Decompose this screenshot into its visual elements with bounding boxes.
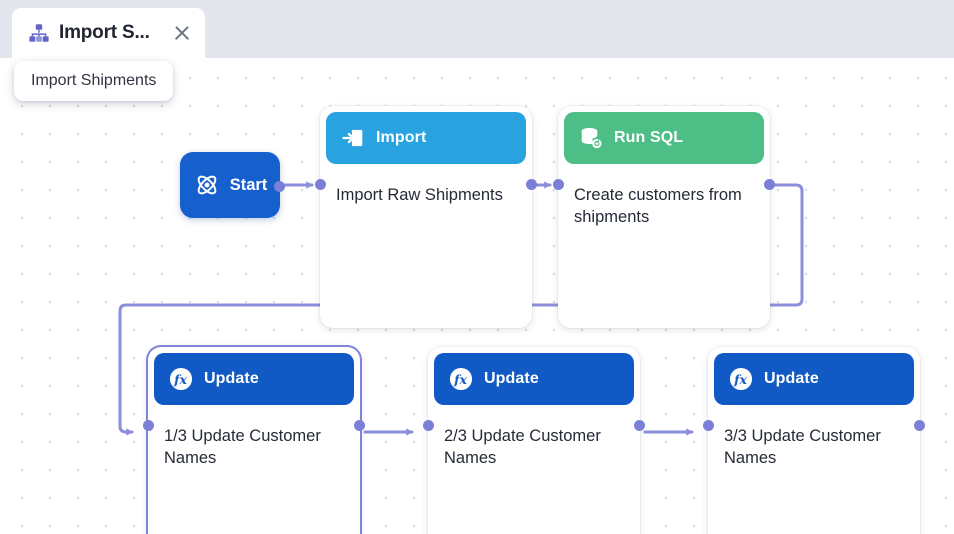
svg-text:fx: fx (453, 372, 467, 387)
port-update-1-left[interactable] (143, 420, 154, 431)
node-update-2-title: Update (484, 370, 539, 387)
port-update-2-left[interactable] (423, 420, 434, 431)
atom-icon (193, 171, 221, 199)
node-update-3-header: fx Update (714, 353, 914, 405)
port-import-left[interactable] (315, 179, 326, 190)
node-update-1-body: 1/3 Update Customer Names (164, 427, 321, 468)
database-refresh-icon (578, 125, 604, 151)
fx-icon: fx (728, 366, 754, 392)
port-run-sql-left[interactable] (553, 179, 564, 190)
workflow-canvas[interactable]: Start Import Import Raw Shipments (0, 58, 954, 534)
node-start[interactable]: Start (180, 152, 285, 218)
svg-text:fx: fx (173, 372, 187, 387)
sitemap-icon (28, 22, 50, 44)
node-import[interactable]: Import Import Raw Shipments (315, 106, 537, 328)
port-update-3-right[interactable] (914, 420, 925, 431)
node-update-2[interactable]: fx Update 2/3 Update Customer Names (423, 347, 645, 534)
tab-import-shipments[interactable]: Import S... (12, 8, 205, 58)
node-update-1-title: Update (204, 370, 259, 387)
port-start-right[interactable] (274, 181, 285, 192)
node-start-label: Start (229, 175, 268, 194)
node-update-3-title: Update (764, 370, 819, 387)
node-import-title: Import (376, 129, 427, 146)
node-import-body: Import Raw Shipments (336, 186, 503, 204)
node-update-2-body: 2/3 Update Customer Names (444, 427, 601, 468)
node-update-3-body: 3/3 Update Customer Names (724, 427, 881, 468)
port-import-right[interactable] (526, 179, 537, 190)
node-update-3[interactable]: fx Update 3/3 Update Customer Names (703, 347, 925, 534)
svg-text:fx: fx (733, 372, 747, 387)
port-update-1-right[interactable] (354, 420, 365, 431)
node-import-header: Import (326, 112, 526, 164)
node-update-1[interactable]: fx Update 1/3 Update Customer Names (143, 347, 365, 534)
import-arrow-icon (340, 125, 366, 151)
node-update-1-header: fx Update (154, 353, 354, 405)
node-run-sql-header: Run SQL (564, 112, 764, 164)
tab-tooltip: Import Shipments (14, 61, 174, 101)
fx-icon: fx (168, 366, 194, 392)
fx-icon: fx (448, 366, 474, 392)
close-icon[interactable] (171, 22, 193, 44)
node-run-sql-title: Run SQL (614, 129, 684, 146)
port-update-3-left[interactable] (703, 420, 714, 431)
tab-bar: Import S... (0, 0, 954, 58)
port-run-sql-right[interactable] (764, 179, 775, 190)
node-update-2-header: fx Update (434, 353, 634, 405)
port-update-2-right[interactable] (634, 420, 645, 431)
tab-title: Import S... (59, 22, 150, 43)
node-run-sql[interactable]: Run SQL Create customers from shipments (553, 106, 775, 328)
node-run-sql-body: Create customers from shipments (574, 186, 742, 227)
